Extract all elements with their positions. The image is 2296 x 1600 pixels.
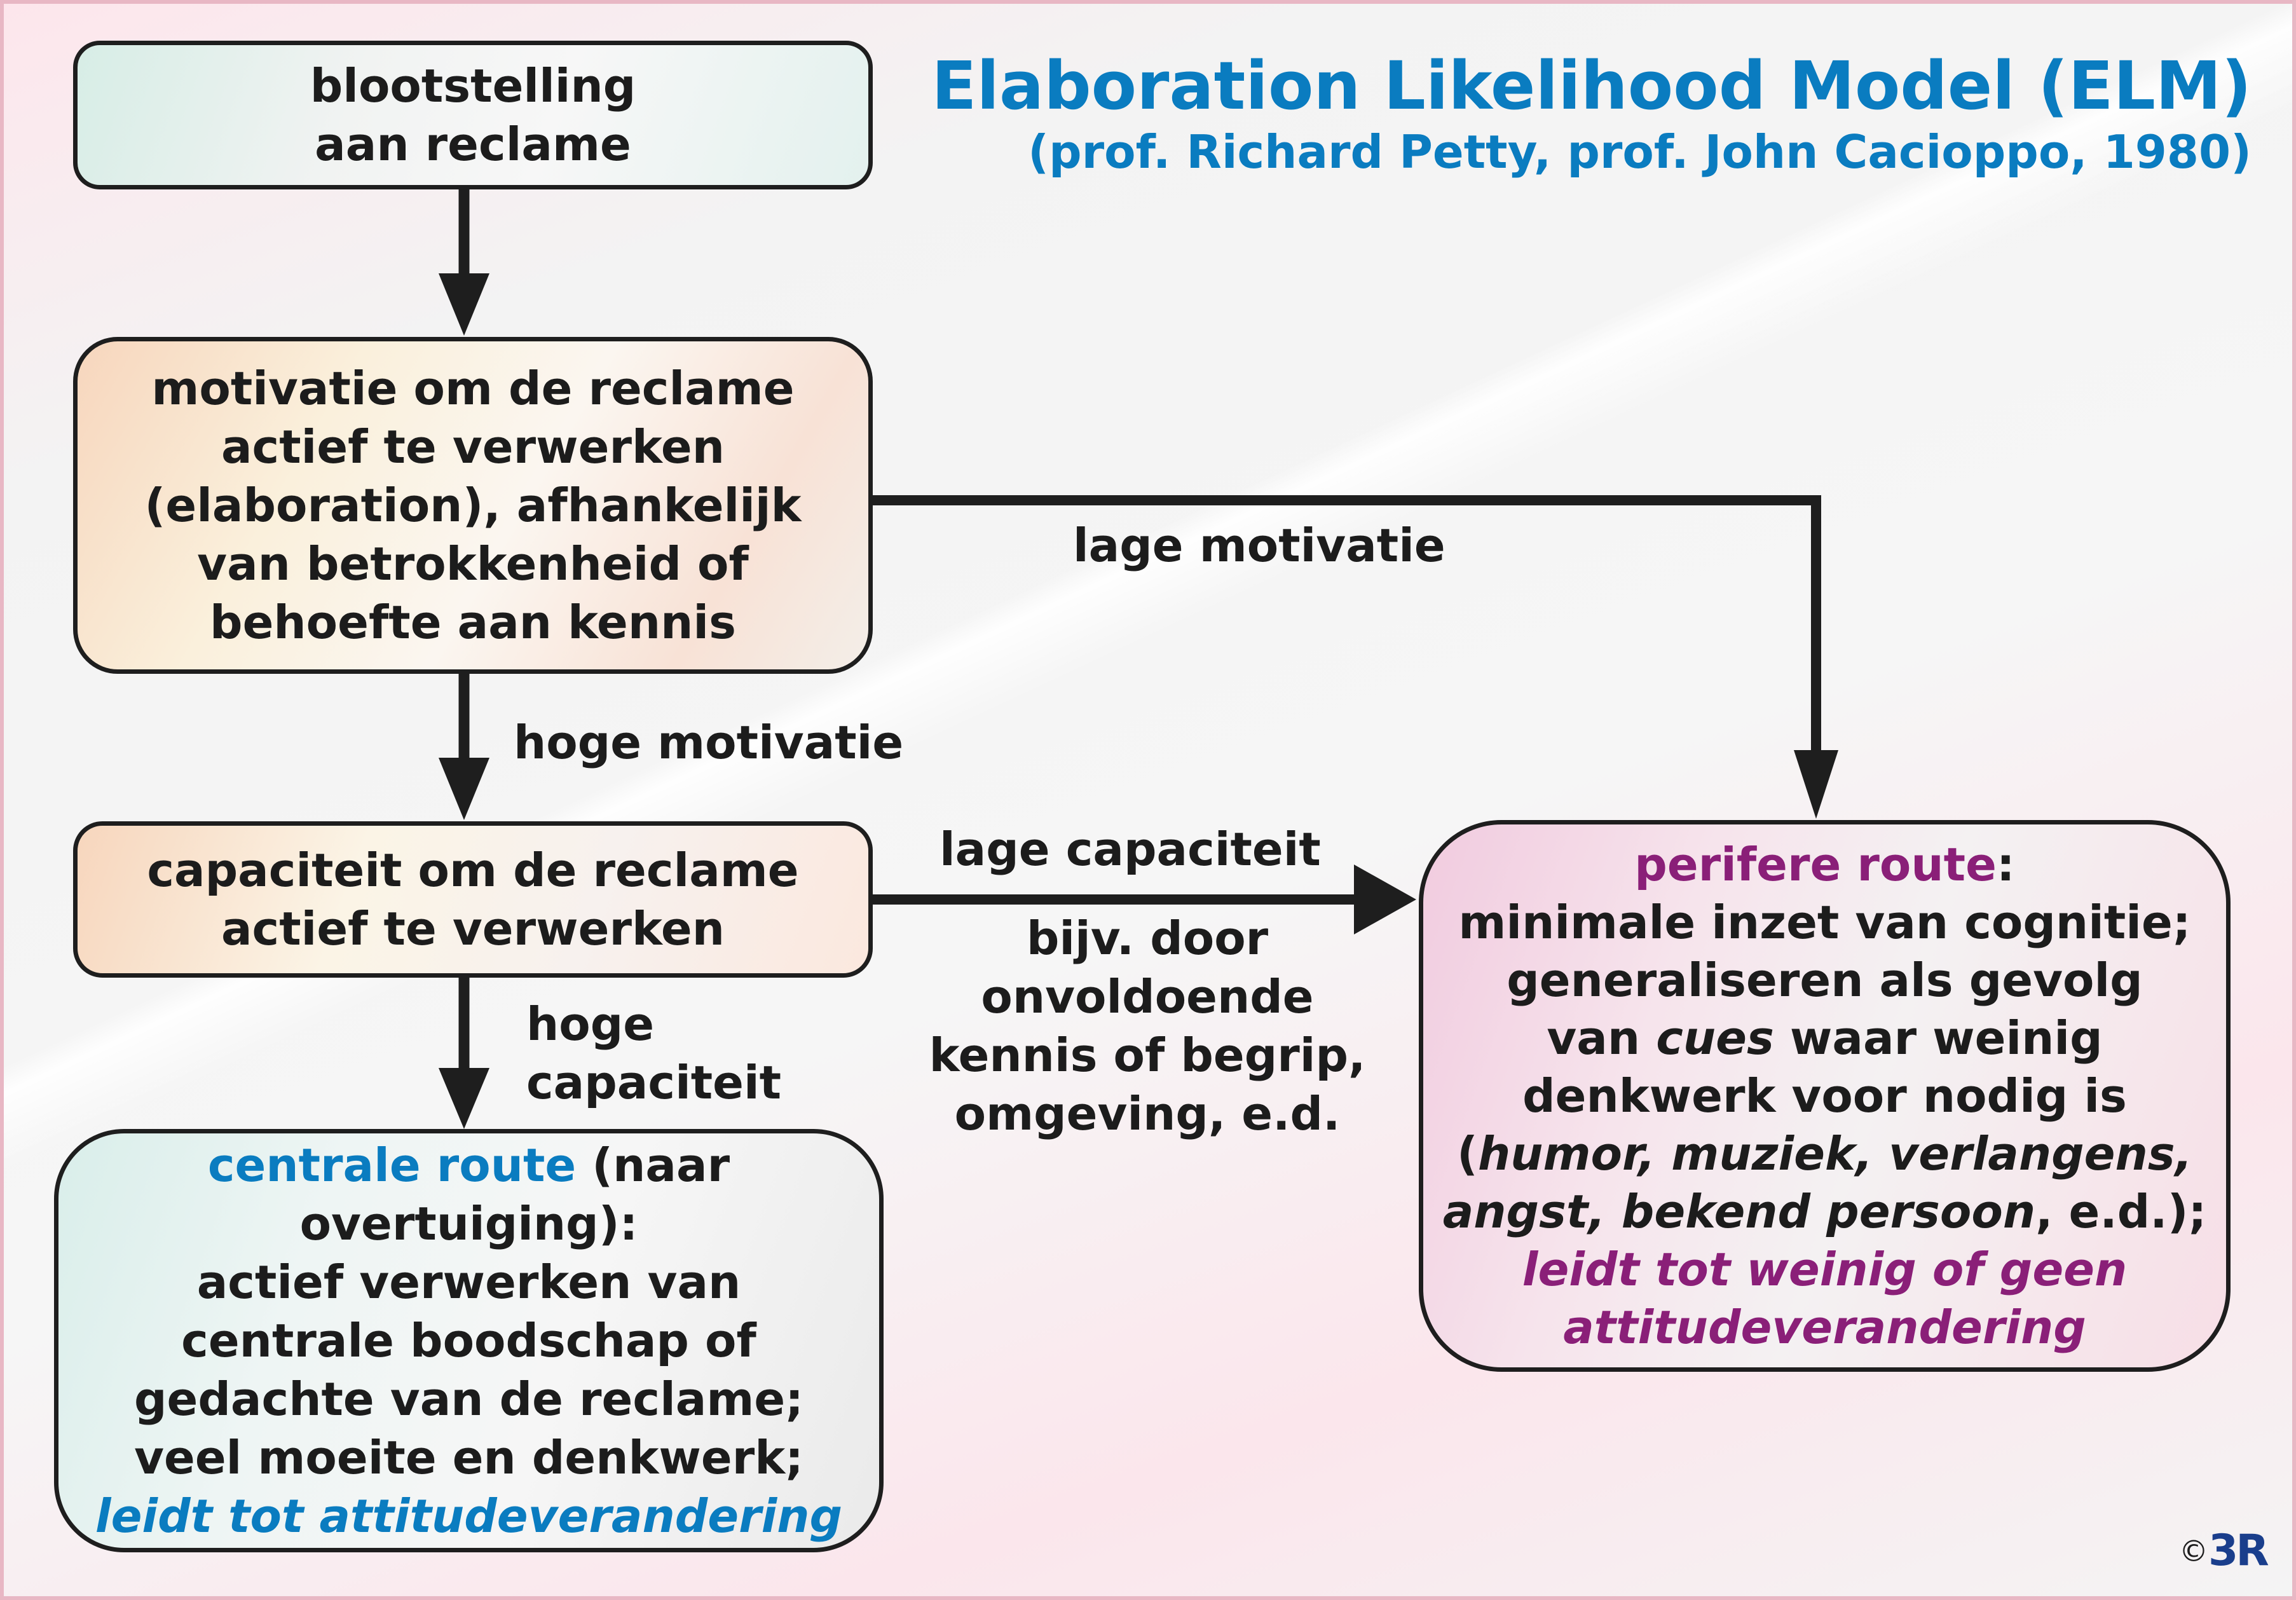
peripheral-route-heading: perifere route bbox=[1634, 837, 1997, 891]
node-text: ( bbox=[1457, 1126, 1478, 1180]
node-text: minimale inzet van cognitie; bbox=[1458, 895, 2191, 949]
peripheral-route-conclusion: leidt tot weinig of geen bbox=[1522, 1242, 2128, 1296]
edge-label-low-capacity: lage capaciteit bbox=[940, 823, 1321, 876]
diagram-title: Elaboration Likelihood Model (ELM) bbox=[931, 47, 2252, 125]
node-text: waar weinig bbox=[1773, 1011, 2103, 1065]
node-text: generaliseren als gevolg bbox=[1507, 953, 2143, 1007]
central-route-heading: centrale route bbox=[207, 1138, 577, 1192]
node-text: veel moeite en denkwerk; bbox=[134, 1431, 803, 1484]
node-text: behoefte aan kennis bbox=[210, 596, 736, 649]
node-text: overtuiging): bbox=[299, 1197, 638, 1250]
brand-logo: 3R bbox=[2208, 1526, 2269, 1576]
node-text: actief te verwerken bbox=[221, 420, 725, 474]
examples-line: (humor, muziek, verlangens, bbox=[1457, 1125, 2192, 1183]
edge-note-line: bijv. door bbox=[1026, 912, 1269, 965]
arrowhead-right-icon bbox=[1354, 865, 1416, 934]
copyright-mark: © 3R bbox=[2179, 1526, 2269, 1576]
examples-line: angst, bekend persoon, e.d.); bbox=[1443, 1183, 2207, 1241]
arrowhead-down-icon bbox=[439, 758, 489, 820]
arrowhead-down-icon bbox=[439, 273, 489, 336]
peripheral-route-conclusion: attitudeverandering bbox=[1563, 1300, 2086, 1354]
peripheral-route-heading-line: perifere route: bbox=[1634, 836, 2014, 894]
node-text: (elaboration), afhankelijk bbox=[144, 479, 802, 532]
node-text: (naar bbox=[576, 1138, 730, 1192]
edge-note-line: onvoldoende bbox=[981, 970, 1314, 1023]
node-text: denkwerk voor nodig is bbox=[1522, 1069, 2127, 1123]
edge-label-high-motivation: hoge motivatie bbox=[514, 716, 904, 769]
edge-label-high-capacity: hoge capaciteit bbox=[526, 995, 781, 1112]
node-peripheral-route: perifere route: minimale inzet van cogni… bbox=[1419, 820, 2231, 1372]
edge-label-line: capaciteit bbox=[526, 1056, 782, 1109]
node-text: gedachte van de reclame; bbox=[134, 1372, 803, 1426]
copyright-icon: © bbox=[2179, 1533, 2208, 1568]
edge-note-line: kennis of begrip, bbox=[929, 1029, 1366, 1082]
central-route-heading-line: centrale route (naar bbox=[208, 1136, 730, 1194]
arrowhead-down-icon bbox=[439, 1068, 489, 1129]
node-motivation: motivatie om de reclame actief te verwer… bbox=[73, 337, 873, 674]
node-text: centrale boodschap of bbox=[181, 1314, 756, 1367]
node-text: , e.d.); bbox=[2035, 1184, 2207, 1238]
node-text: van betrokkenheid of bbox=[197, 537, 749, 591]
central-route-conclusion: leidt tot attitudeverandering bbox=[95, 1489, 843, 1543]
examples-list: humor, muziek, verlangens, bbox=[1477, 1126, 2192, 1180]
edge-note-low-capacity: bijv. door onvoldoende kennis of begrip,… bbox=[909, 909, 1386, 1143]
node-text: actief verwerken van bbox=[196, 1255, 741, 1309]
node-text: blootstelling bbox=[310, 59, 636, 113]
edge-label-line: hoge bbox=[526, 997, 655, 1051]
node-capacity: capaciteit om de reclame actief te verwe… bbox=[73, 821, 873, 978]
node-text: : bbox=[1996, 837, 2015, 891]
node-text: motivatie om de reclame bbox=[151, 362, 795, 415]
node-text: capaciteit om de reclame bbox=[147, 844, 799, 897]
cues-line: van cues waar weinig bbox=[1547, 1009, 2102, 1067]
node-central-route: centrale route (naar overtuiging): actie… bbox=[54, 1129, 884, 1552]
cues-term: cues bbox=[1656, 1011, 1774, 1065]
node-text: actief te verwerken bbox=[221, 902, 725, 955]
node-exposure: blootstelling aan reclame bbox=[73, 41, 873, 189]
edge-note-line: omgeving, e.d. bbox=[954, 1087, 1341, 1140]
node-text: van bbox=[1547, 1011, 1657, 1065]
arrowhead-down-icon bbox=[1794, 750, 1838, 819]
edge-label-low-motivation: lage motivatie bbox=[1073, 519, 1445, 572]
diagram-subtitle: (prof. Richard Petty, prof. John Caciopp… bbox=[1028, 125, 2252, 179]
arrow-low-motivation bbox=[872, 495, 1821, 763]
node-text: aan reclame bbox=[315, 118, 631, 171]
examples-list: angst, bekend persoon bbox=[1442, 1184, 2036, 1238]
